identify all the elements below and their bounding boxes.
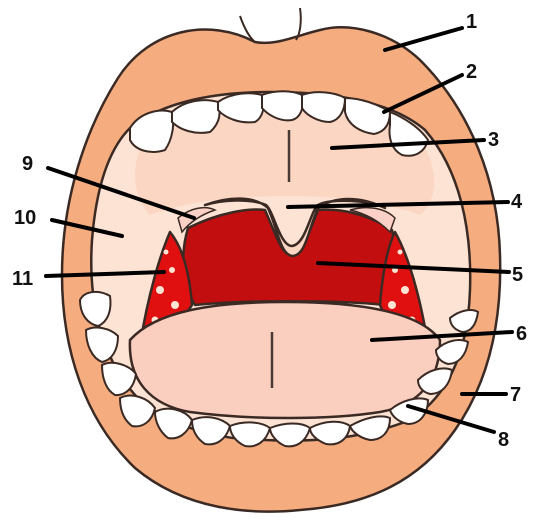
label-6: 6 <box>516 323 527 345</box>
label-1: 1 <box>466 11 477 33</box>
leader-1 <box>385 28 462 50</box>
label-2: 2 <box>466 61 477 83</box>
label-4: 4 <box>511 191 523 213</box>
label-7: 7 <box>510 384 521 406</box>
label-9: 9 <box>22 153 33 175</box>
label-10: 10 <box>14 207 36 229</box>
label-11: 11 <box>12 268 33 290</box>
label-3: 3 <box>488 129 499 151</box>
label-5: 5 <box>512 264 523 286</box>
tongue <box>130 302 440 418</box>
label-8: 8 <box>498 429 509 451</box>
